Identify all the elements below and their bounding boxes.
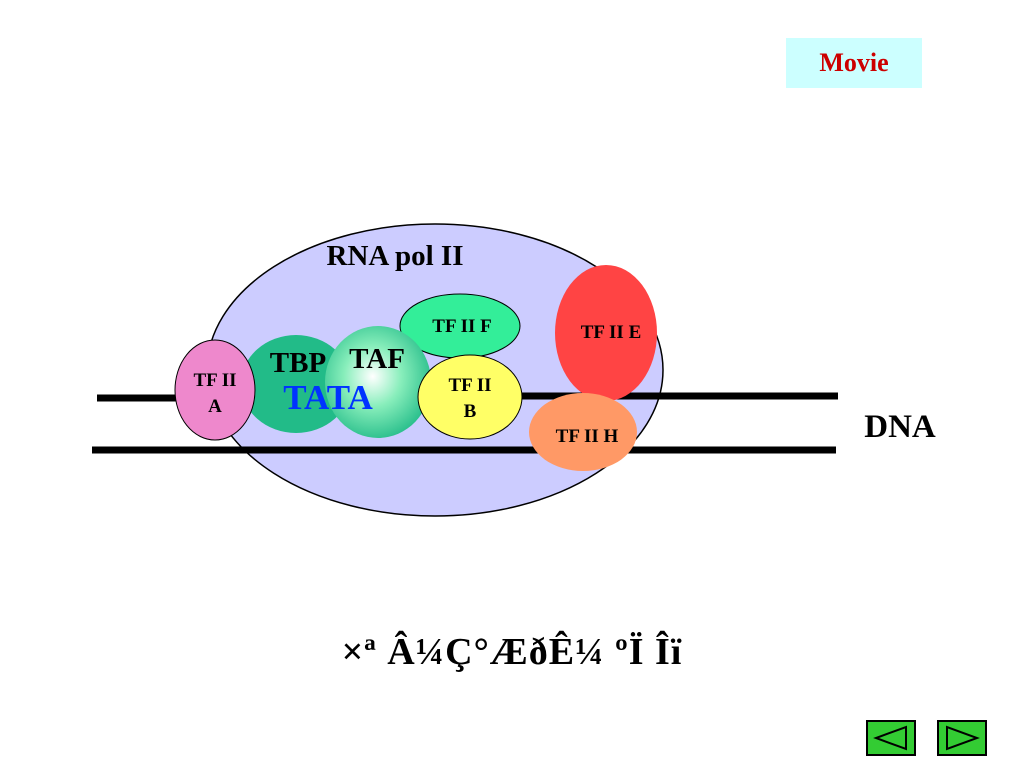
previous-slide-button[interactable] <box>866 720 916 756</box>
triangle-left-icon <box>873 725 907 751</box>
tata-label: TATA <box>283 378 373 417</box>
tfiib-label-line1: TF II <box>448 375 491 396</box>
tbp-shape <box>241 335 351 433</box>
tfiih-shape <box>529 393 637 471</box>
tfiia-shape <box>174 339 256 441</box>
tbp-label: TBP <box>270 347 326 379</box>
tfiib-label-line2: B <box>464 401 477 422</box>
taf-label: TAF <box>349 343 405 375</box>
movie-button[interactable]: Movie <box>786 38 922 88</box>
tfiie-label: TF II E <box>581 322 642 343</box>
rna-pol-ii-label: RNA pol II <box>327 240 464 272</box>
tfiif-label: TF II F <box>432 316 491 337</box>
taf-shape <box>325 326 431 438</box>
tfiib-shape <box>417 354 523 440</box>
tfiia-label-line2: A <box>208 396 222 417</box>
tfiia-label-line1: TF II <box>193 370 236 391</box>
next-slide-button[interactable] <box>937 720 987 756</box>
tfiih-label: TF II H <box>556 426 619 447</box>
slide-caption: ×ª Â¼Ç°ÆðÊ¼ ºÏ Îï <box>341 631 683 673</box>
dna-label: DNA <box>864 409 936 445</box>
tfiie-shape <box>555 265 657 401</box>
triangle-right-icon <box>946 725 980 751</box>
